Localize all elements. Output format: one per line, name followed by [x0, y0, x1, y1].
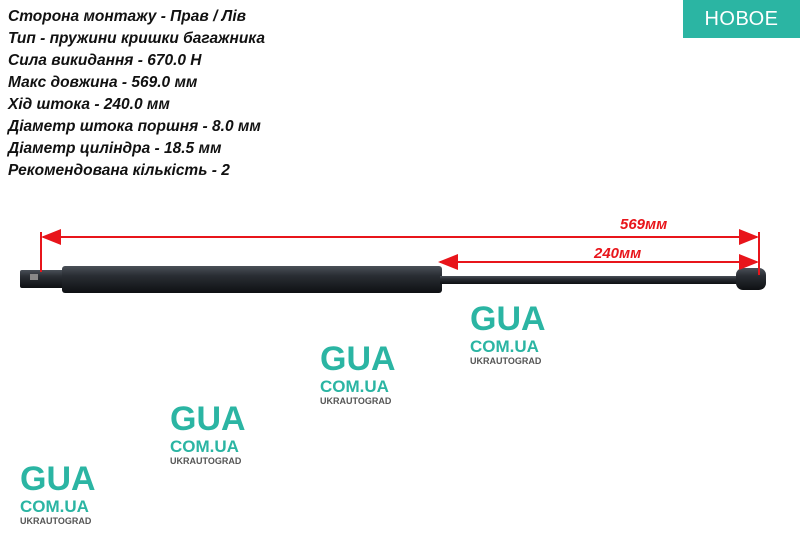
spec-max-length: Макс довжина - 569.0 мм	[8, 74, 198, 91]
spec-type: Тип - пружини кришки багажника	[8, 30, 265, 47]
spec-rod-diameter: Діаметр штока поршня - 8.0 мм	[8, 118, 261, 135]
spec-stroke: Хід штока - 240.0 мм	[8, 96, 170, 113]
watermark-gua: GUA	[320, 340, 396, 378]
watermark-gua: GUA	[170, 400, 246, 438]
watermark: GUA COM.UA UKRAUTOGRAD	[470, 302, 546, 366]
total-length-label: 569мм	[620, 216, 667, 233]
new-badge: НОВОЕ	[683, 0, 800, 38]
watermark: GUA COM.UA UKRAUTOGRAD	[20, 462, 96, 526]
cylinder	[62, 266, 442, 293]
watermark-domain: COM.UA	[170, 437, 239, 456]
end-fitting-left	[20, 270, 66, 288]
stroke-length-label: 240мм	[593, 245, 641, 262]
spec-quantity: Рекомендована кількість - 2	[8, 162, 230, 179]
spec-cylinder-diameter: Діаметр циліндра - 18.5 мм	[8, 140, 222, 157]
watermark-brand: UKRAUTOGRAD	[170, 456, 242, 466]
watermark-brand: UKRAUTOGRAD	[320, 396, 392, 406]
spec-mounting-side: Сторона монтажу - Прав / Лів	[8, 8, 246, 25]
watermark-brand: UKRAUTOGRAD	[20, 516, 92, 526]
spec-list: Сторона монтажу - Прав / Лів Тип - пружи…	[8, 6, 265, 182]
end-fitting-right	[736, 268, 766, 290]
watermark: GUA COM.UA UKRAUTOGRAD	[170, 402, 246, 466]
watermark-gua: GUA	[470, 300, 546, 338]
spec-force: Сила викидання - 670.0 Н	[8, 52, 202, 69]
watermark-domain: COM.UA	[20, 497, 89, 516]
watermark-domain: COM.UA	[470, 337, 539, 356]
dimension-lines: 569мм 240мм	[40, 216, 760, 275]
piston-rod	[440, 276, 742, 284]
watermark: GUA COM.UA UKRAUTOGRAD	[320, 342, 396, 406]
gas-strut	[20, 266, 766, 293]
watermark-domain: COM.UA	[320, 377, 389, 396]
watermark-brand: UKRAUTOGRAD	[470, 356, 542, 366]
watermark-gua: GUA	[20, 460, 96, 498]
